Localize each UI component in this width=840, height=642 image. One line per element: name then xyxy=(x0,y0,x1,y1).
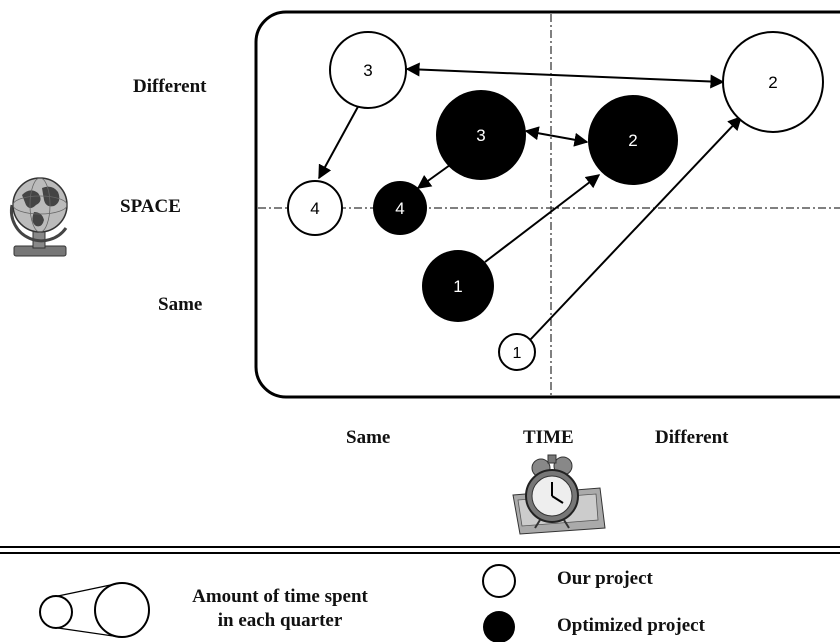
time-low-label: Same xyxy=(346,427,391,448)
space-high-label: Different xyxy=(133,76,207,97)
legend-size-line1: Amount of time spent xyxy=(192,586,368,607)
time-axis-label: TIME xyxy=(523,427,574,448)
node-opt-1: 1 xyxy=(422,250,494,322)
arrow-opt-3-to-opt-2 xyxy=(524,126,589,147)
legend-size-text: Amount of time spent in each quarter xyxy=(170,585,390,633)
node-label: 2 xyxy=(628,131,637,150)
node-label: 1 xyxy=(453,277,462,296)
legend-size-icon xyxy=(39,582,150,638)
node-opt-2: 2 xyxy=(588,95,678,185)
node-label: 2 xyxy=(768,73,777,92)
node-opt-4: 4 xyxy=(373,181,427,235)
legend-our-swatch xyxy=(482,564,516,598)
arrow-opt-3-to-opt-4 xyxy=(416,164,451,189)
space-axis-label: SPACE xyxy=(120,196,181,217)
arrow-our-3-to-our-4 xyxy=(318,102,361,180)
node-label: 4 xyxy=(310,199,319,218)
quadrant-frame xyxy=(254,10,840,399)
node-our-4: 4 xyxy=(287,180,343,236)
node-opt-3: 3 xyxy=(436,90,526,180)
space-low-label: Same xyxy=(158,294,203,315)
alarm-clock-icon xyxy=(512,454,606,535)
node-our-1: 1 xyxy=(498,333,536,371)
arrow-our-3-to-our-2 xyxy=(405,62,725,89)
legend-our-label: Our project xyxy=(557,568,653,589)
node-our-2: 2 xyxy=(722,31,824,133)
node-label: 3 xyxy=(476,126,485,145)
time-high-label: Different xyxy=(655,427,729,448)
arrow-opt-1-to-opt-2 xyxy=(484,174,601,263)
node-label: 1 xyxy=(513,345,522,362)
legend-optimized-label: Optimized project xyxy=(557,615,705,636)
legend-size-line2: in each quarter xyxy=(217,610,343,631)
node-our-3: 3 xyxy=(329,31,407,109)
globe-icon xyxy=(9,177,68,257)
legend-optimized-swatch xyxy=(483,611,515,642)
node-label: 3 xyxy=(363,61,372,80)
node-label: 4 xyxy=(395,199,404,218)
arrow-our-1-to-our-2 xyxy=(529,115,742,341)
